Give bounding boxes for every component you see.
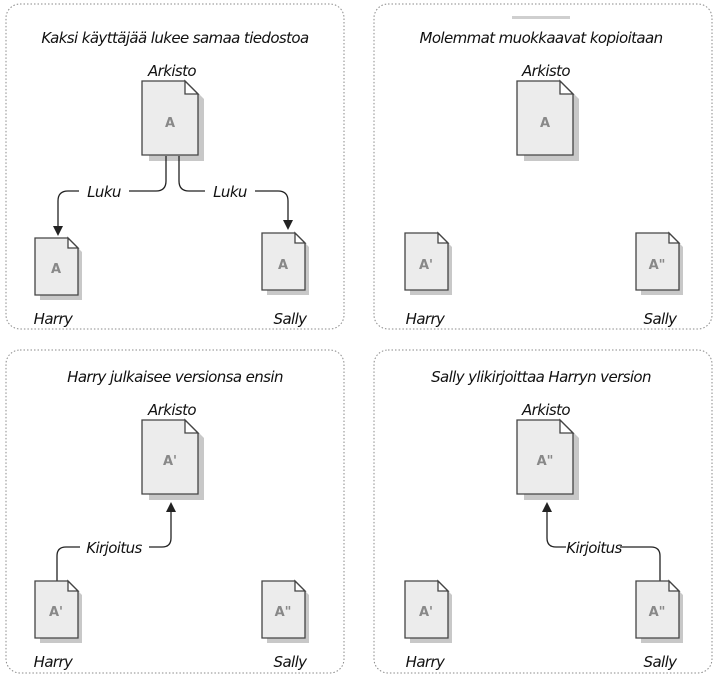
harry-file-version: A [51,262,61,277]
write-connector [620,546,661,585]
harry-file-version: A' [49,605,63,620]
repository-file-version: A [540,116,550,131]
sally-file-version: A" [275,605,292,620]
harry-file-version: A' [419,258,433,273]
arrowhead-icon [542,502,552,512]
repository-file-version: A" [537,454,554,469]
repository-label: Arkisto [521,62,570,80]
repository-label: Arkisto [147,401,196,419]
panel-title: Harry julkaisee versionsa ensin [67,368,283,386]
harry-label: Harry [34,653,74,671]
arrowhead-icon [166,502,176,512]
panel-frame [373,3,713,330]
write-label: Kirjoitus [566,539,622,557]
panel-modify: Molemmat muokkaavat kopioitaan Arkisto A… [373,3,713,330]
write-connector-2 [546,510,566,548]
read-connector-right [178,156,205,192]
arrowhead-icon [53,226,63,236]
read-connector-left-2 [57,190,79,228]
repository-file-version: A [165,116,175,131]
divider [512,16,570,19]
sally-file-icon: A" [635,580,684,644]
sally-label: Sally [644,310,679,328]
panel-harry-commit: Harry julkaisee versionsa ensin Arkisto … [5,349,345,674]
panel-sally-overwrite: Sally ylikirjoittaa Harryn version Arkis… [373,349,713,674]
sally-file-icon: A" [261,580,310,644]
read-label-left: Luku [87,183,121,201]
harry-label: Harry [406,653,446,671]
repository-file-version: A' [163,454,177,469]
sally-label: Sally [274,653,309,671]
sally-file-icon: A [261,232,310,296]
panel-title: Kaksi käyttäjää lukee samaa tiedostoa [41,29,309,47]
repository-file-icon: A" [516,419,580,501]
harry-file-icon: A' [404,232,453,296]
harry-label: Harry [406,310,446,328]
write-label: Kirjoitus [86,539,142,557]
harry-file-version: A' [419,605,433,620]
harry-file-icon: A' [404,580,453,644]
sally-file-version: A" [649,258,666,273]
repository-label: Arkisto [147,62,196,80]
panel-read: Kaksi käyttäjää lukee samaa tiedostoa Ar… [5,3,345,330]
read-label-right: Luku [213,183,247,201]
write-connector-2 [149,510,172,548]
harry-label: Harry [34,310,74,328]
write-connector [56,546,80,585]
read-connector-right-2 [255,190,289,222]
harry-file-icon: A [34,237,83,301]
sally-file-version: A" [649,605,666,620]
repository-file-icon: A [141,80,205,162]
panel-title: Molemmat muokkaavat kopioitaan [419,29,662,47]
panel-title: Sally ylikirjoittaa Harryn version [431,368,651,386]
sally-label: Sally [274,310,309,328]
sally-file-version: A [278,258,288,273]
repository-file-icon: A' [141,419,205,501]
repository-file-icon: A [516,80,580,162]
repository-label: Arkisto [521,401,570,419]
read-connector-left [129,156,167,192]
sally-label: Sally [644,653,679,671]
panel-frame [5,3,345,330]
sally-file-icon: A" [635,232,684,296]
harry-file-icon: A' [34,580,83,644]
arrowhead-icon [283,220,293,230]
